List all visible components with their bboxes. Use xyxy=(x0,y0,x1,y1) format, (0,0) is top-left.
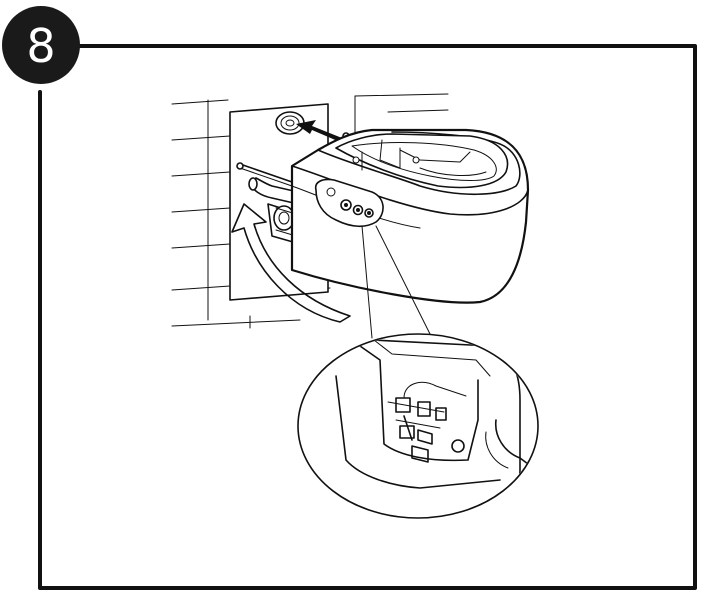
toilet xyxy=(290,128,530,304)
flush-plate xyxy=(275,111,305,135)
step-number: 8 xyxy=(26,19,55,73)
control-panel xyxy=(314,178,384,228)
arrow-icon xyxy=(296,120,342,142)
step-frame xyxy=(38,44,697,590)
step-badge: 8 xyxy=(2,6,80,84)
hose-connectors xyxy=(395,397,447,463)
callout-lines xyxy=(361,225,433,339)
curved-arrow-icon xyxy=(231,203,351,323)
detail-view xyxy=(297,333,539,519)
